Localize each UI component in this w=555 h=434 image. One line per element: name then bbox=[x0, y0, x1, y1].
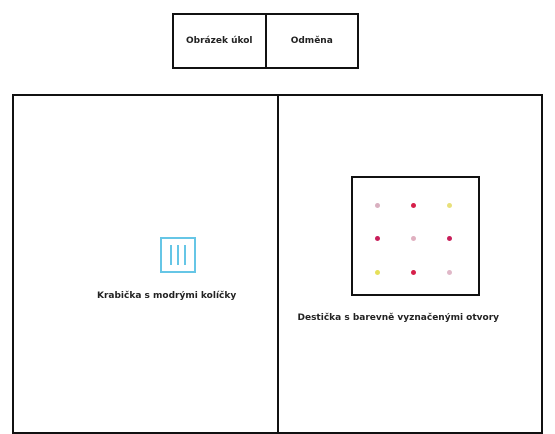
plate-hole bbox=[374, 236, 380, 241]
plate-hole bbox=[446, 236, 452, 241]
box-with-pegs-icon bbox=[160, 237, 196, 273]
plate-hole bbox=[374, 203, 380, 208]
plate-hole bbox=[410, 270, 416, 275]
header-table: Obrázek úkol Odměna bbox=[172, 13, 359, 69]
plate-hole bbox=[446, 270, 452, 275]
header-cell-reward: Odměna bbox=[264, 15, 358, 67]
right-panel: Destička s barevně vyznačenými otvory bbox=[276, 96, 542, 432]
hole-plate bbox=[350, 176, 480, 296]
plate-hole bbox=[446, 203, 452, 208]
peg bbox=[184, 245, 186, 265]
plate-hole bbox=[410, 236, 416, 241]
left-panel: Krabička s modrými kolíčky bbox=[14, 96, 277, 432]
plate-hole bbox=[374, 270, 380, 275]
plate-hole bbox=[410, 203, 416, 208]
right-panel-caption: Destička s barevně vyznačenými otvory bbox=[297, 313, 500, 323]
peg bbox=[170, 245, 172, 265]
peg bbox=[177, 245, 179, 265]
left-panel-caption: Krabička s modrými kolíčky bbox=[97, 291, 237, 301]
panels-table: Krabička s modrými kolíčky Destička s ba… bbox=[12, 94, 543, 434]
header-cell-task-image: Obrázek úkol bbox=[186, 36, 253, 46]
